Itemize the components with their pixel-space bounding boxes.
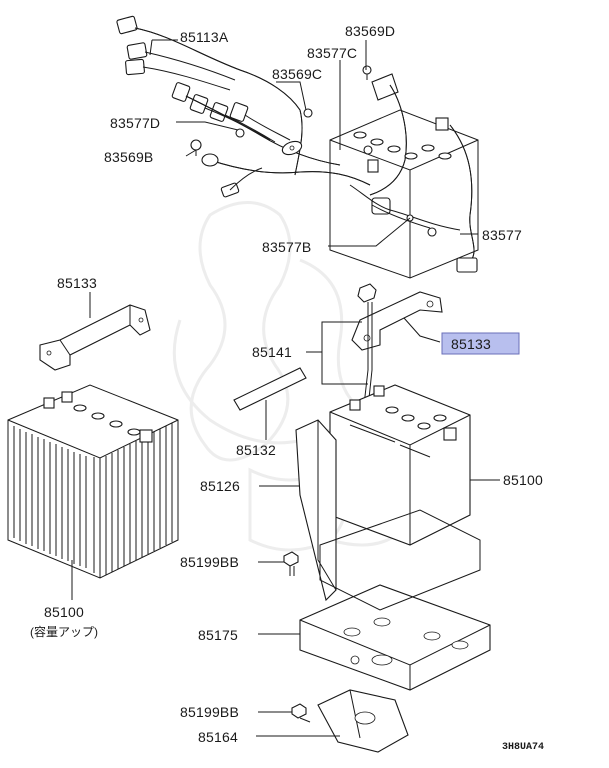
cover-85126	[295, 419, 337, 602]
bolt-85199BB-bottom	[291, 703, 311, 723]
diagram-code: 3H8UA74	[502, 742, 544, 753]
highlight-box-85133	[441, 332, 520, 355]
bolt-85199BB-top	[283, 551, 299, 576]
label-85141[interactable]: 85141	[252, 344, 292, 360]
label-85113A[interactable]: 85113A	[180, 29, 229, 45]
label-83569C[interactable]: 83569C	[272, 66, 322, 82]
label-85199BB-top[interactable]: 85199BB	[180, 554, 239, 570]
label-83577C[interactable]: 83577C	[307, 45, 357, 61]
label-85132[interactable]: 85132	[236, 442, 276, 458]
bracket-85133-left	[39, 304, 151, 371]
label-85126[interactable]: 85126	[200, 478, 240, 494]
wiring-harness	[116, 15, 407, 198]
label-85133-left[interactable]: 85133	[57, 275, 97, 291]
label-83577B[interactable]: 83577B	[262, 239, 311, 255]
bracket-85164	[317, 689, 409, 753]
label-85175[interactable]: 85175	[198, 627, 238, 643]
label-83569D[interactable]: 83569D	[345, 23, 395, 39]
leader-lines	[71, 39, 500, 737]
battery-85100	[329, 384, 471, 546]
bracket-85133-right	[351, 291, 443, 351]
pad-85132	[233, 367, 307, 411]
label-83577[interactable]: 83577	[482, 227, 522, 243]
label-85133-right[interactable]: 85133	[451, 336, 491, 352]
label-85100-right[interactable]: 85100	[503, 472, 543, 488]
label-83569B[interactable]: 83569B	[104, 149, 153, 165]
battery-upper	[329, 109, 479, 279]
label-85100-left[interactable]: 85100	[44, 604, 84, 620]
label-85164[interactable]: 85164	[198, 729, 238, 745]
label-85199BB-bottom[interactable]: 85199BB	[180, 704, 239, 720]
label-83577D[interactable]: 83577D	[110, 115, 160, 131]
battery-85100-large	[7, 384, 179, 579]
part-labels: 85113A 83569D 83577C 83569C 83577D 83569…	[30, 23, 544, 753]
tray-85175	[299, 509, 491, 691]
label-85100-note: (容量アップ)	[30, 624, 98, 639]
